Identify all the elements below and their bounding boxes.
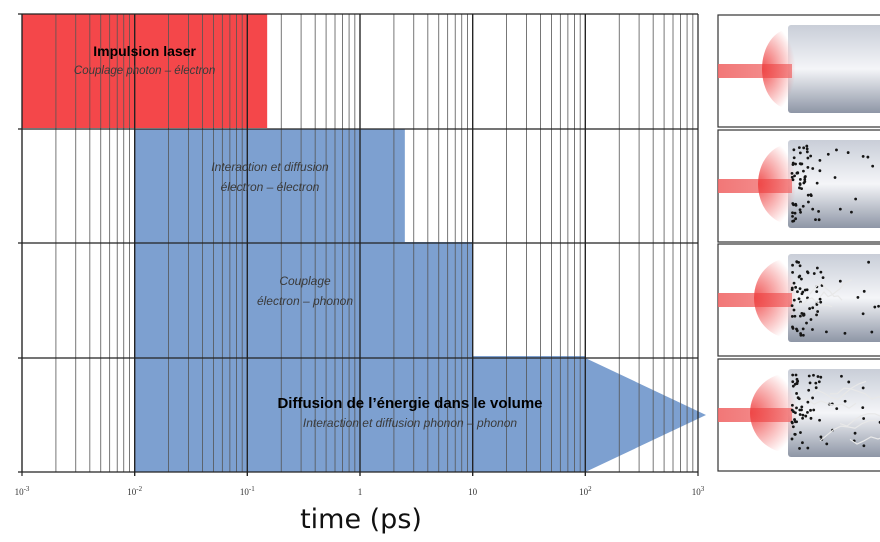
process-subtitle-electron: Interaction et diffusion [211, 160, 329, 174]
process-subtitle-phonon: Couplage [279, 274, 331, 288]
axis-tick-label: 1 [358, 487, 363, 497]
axis-tick-label: 10-1 [240, 485, 255, 497]
electron-scattering-illustration [717, 129, 880, 243]
axis-title: time (ps) [300, 504, 422, 535]
axis-tick-label: 10-3 [15, 485, 30, 497]
heat-diffusion-illustration [717, 358, 880, 472]
axis-tick-label: 10-2 [127, 485, 142, 497]
process-bar-volume [134, 358, 706, 472]
process-subtitle-volume: Interaction et diffusion phonon – phonon [303, 416, 517, 430]
process-subtitle-laser: Couplage photon – électron [74, 65, 215, 77]
process-bar-phonon [134, 243, 473, 357]
axis-tick-label: 103 [692, 485, 705, 497]
process-subtitle-phonon: électron – phonon [257, 294, 353, 308]
process-title-laser: Impulsion laser [93, 43, 196, 59]
process-bar-laser [22, 14, 268, 128]
electron-phonon-illustration [717, 243, 880, 357]
process-subtitle-electron: électron – électron [221, 180, 320, 194]
laser-impact-illustration [717, 14, 880, 128]
axis-tick-label: 10 [468, 487, 478, 497]
axis-tick-label: 102 [579, 485, 592, 497]
process-title-volume: Diffusion de l’énergie dans le volume [277, 395, 542, 412]
